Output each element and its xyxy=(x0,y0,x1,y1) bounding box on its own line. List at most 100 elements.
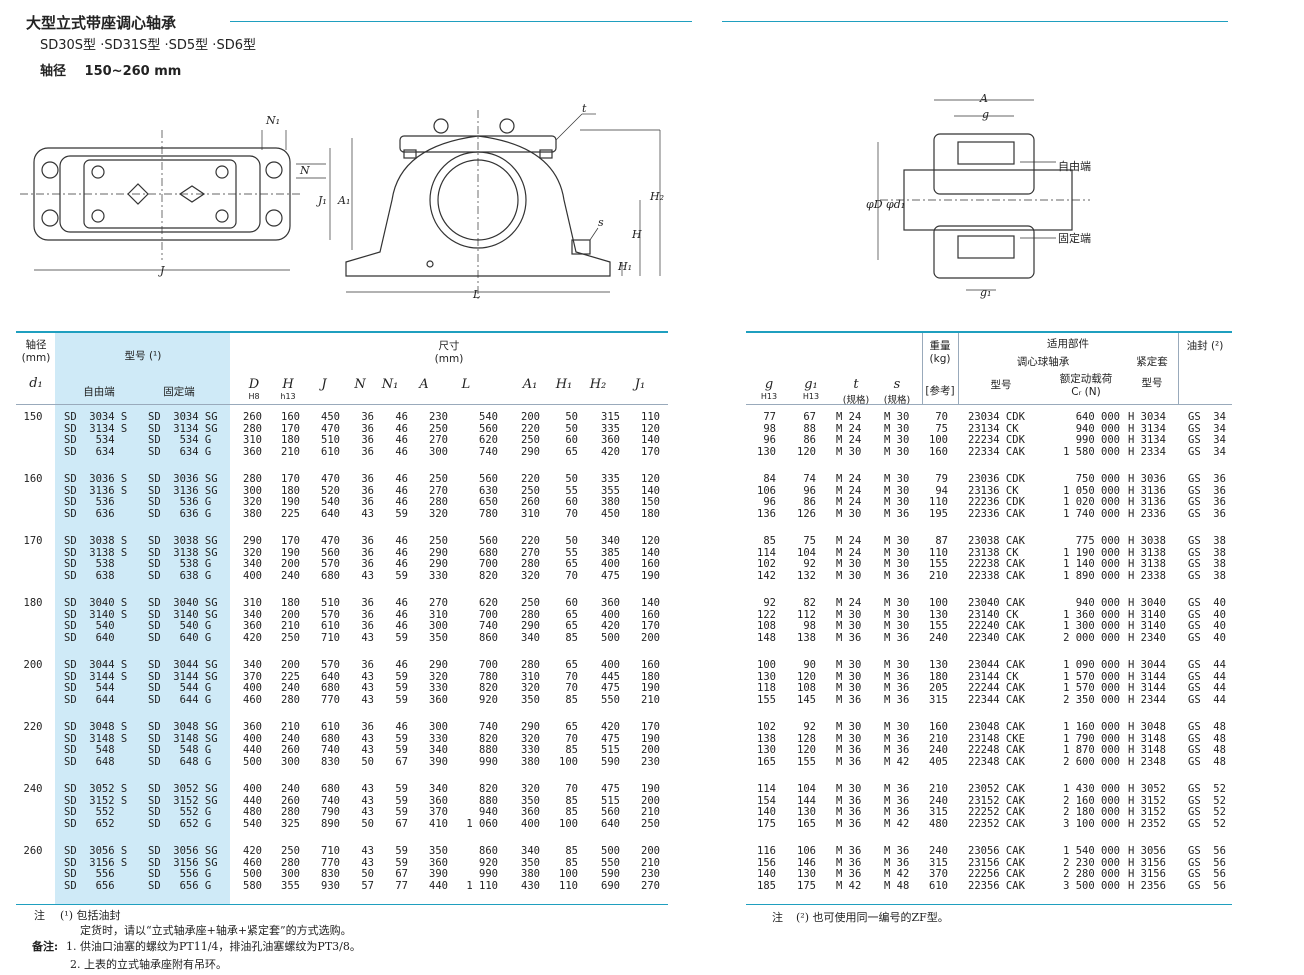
table-cell: 170 xyxy=(281,535,300,547)
table-cell: 200 xyxy=(641,794,660,807)
table-cell: 46 xyxy=(395,422,408,435)
table-cell: 860 xyxy=(479,631,498,644)
table-cell: 220 xyxy=(521,422,540,435)
table-cell: 114 xyxy=(757,783,776,795)
table-cell: 330 xyxy=(429,732,448,745)
table-cell: 290 xyxy=(521,721,540,733)
table-cell: M 36 xyxy=(884,845,910,857)
table-cell: 87 xyxy=(935,535,948,547)
table-cell: GS 48 xyxy=(1188,721,1226,733)
table-cell: M 36 xyxy=(884,783,910,795)
table-cell: 400 xyxy=(243,569,262,582)
table-cell: 23140 CK xyxy=(968,608,1019,621)
table-cell: 250 xyxy=(521,434,540,447)
table-cell: 130 xyxy=(797,868,816,881)
table-cell: 46 xyxy=(395,484,408,497)
dim-header-label: H₂ xyxy=(589,377,607,392)
table-cell: 100 xyxy=(559,868,578,881)
table-cell: M 36 xyxy=(836,794,862,807)
table-cell: H 3148 xyxy=(1128,732,1166,745)
table-cell: 400 xyxy=(601,608,620,621)
table-cell: 200 xyxy=(641,845,660,857)
table-cell: 22234 CDK xyxy=(968,434,1025,447)
table-cell: 1 140 000 xyxy=(1063,558,1120,571)
dim-header: H₁ xyxy=(546,377,582,392)
table-cell: 210 xyxy=(929,569,948,582)
table-cell: 300 xyxy=(429,445,448,458)
table-cell: GS 38 xyxy=(1188,546,1226,559)
table-cell: 132 xyxy=(797,569,816,582)
table-cell: 510 xyxy=(321,597,340,609)
table-cell: SD 3140 SG xyxy=(148,608,218,621)
table-cell: 210 xyxy=(281,620,300,633)
label-t: t xyxy=(582,102,587,115)
table-cell: 710 xyxy=(321,845,340,857)
table-cell: GS 34 xyxy=(1188,445,1226,458)
table-cell: H 3038 xyxy=(1128,535,1166,547)
table-cell: 22348 CAK xyxy=(968,755,1025,768)
table-cell: H 2336 xyxy=(1128,507,1166,520)
table-cell: 46 xyxy=(395,546,408,559)
table-cell: 290 xyxy=(521,445,540,458)
load-header-label: 额定动载荷 xyxy=(1059,373,1113,385)
table-cell: 65 xyxy=(565,659,578,671)
table-cell: 290 xyxy=(429,546,448,559)
table-cell: 640 000 xyxy=(1075,411,1120,423)
table-cell: 930 xyxy=(321,879,340,892)
dims-header-label: 尺寸 xyxy=(438,340,460,352)
table-cell: H 2338 xyxy=(1128,569,1166,582)
table-cell: 185 xyxy=(757,879,776,892)
table-cell: SD 3044 S xyxy=(64,659,128,671)
table-cell: 50 xyxy=(565,411,578,423)
col-bearing-model-header: 型号 xyxy=(990,379,1012,391)
table-cell: 330 xyxy=(521,744,540,757)
table-cell: 77 xyxy=(395,879,408,892)
table-cell: 94 xyxy=(935,484,948,497)
table-cell: 820 xyxy=(479,682,498,695)
table-cell: 90 xyxy=(803,659,816,671)
table-cell: 270 xyxy=(429,434,448,447)
table-cell: 780 xyxy=(479,670,498,683)
table-cell: SD 3038 S xyxy=(64,535,128,547)
col-weight-header: 重量 (kg) [参考] xyxy=(922,338,958,398)
page-title: 大型立式带座调心轴承 xyxy=(26,14,177,32)
table-cell: GS 56 xyxy=(1188,845,1226,857)
title-rule-right xyxy=(722,21,1228,22)
table-cell: 420 xyxy=(243,845,262,857)
right-table-top-rule xyxy=(746,331,1232,333)
table-cell: 540 xyxy=(243,817,262,830)
table-cell: 240 xyxy=(929,744,948,757)
table-cell: 46 xyxy=(395,558,408,571)
dim-header-sub: H8 xyxy=(248,392,260,401)
table-cell: 70 xyxy=(565,670,578,683)
col-d1-header: d₁ xyxy=(29,376,43,391)
table-cell: 112 xyxy=(797,608,816,621)
table-cell: 100 xyxy=(929,597,948,609)
table-cell: M 36 xyxy=(836,744,862,757)
table-cell: 120 xyxy=(797,445,816,458)
table-cell: 210 xyxy=(641,856,660,869)
table-cell: SD 634 G xyxy=(148,445,212,458)
table-cell: 1 060 xyxy=(466,817,498,830)
table-cell: 23040 CAK xyxy=(968,597,1025,609)
load-header-unit: Cᵣ (N) xyxy=(1071,386,1101,398)
table-cell: M 24 xyxy=(836,434,862,447)
table-cell: 1 360 000 xyxy=(1063,608,1120,621)
table-cell: 50 xyxy=(361,817,374,830)
right-table-bottom-rule xyxy=(746,904,1232,905)
table-cell: 820 xyxy=(479,783,498,795)
table-cell: 990 xyxy=(479,868,498,881)
table-cell: SD 3040 SG xyxy=(148,597,218,609)
table-cell: SD 3038 SG xyxy=(148,535,218,547)
table-cell: 940 000 xyxy=(1075,422,1120,435)
table-cell: 330 xyxy=(429,569,448,582)
table-cell: 610 xyxy=(321,721,340,733)
table-cell: 880 xyxy=(479,794,498,807)
table-cell: M 30 xyxy=(836,670,862,683)
table-cell: 144 xyxy=(797,794,816,807)
table-cell: M 24 xyxy=(836,546,862,559)
table-cell: 170 xyxy=(281,422,300,435)
table-cell: SD 548 G xyxy=(148,744,212,757)
table-cell: 46 xyxy=(395,721,408,733)
table-cell: 240 xyxy=(281,682,300,695)
